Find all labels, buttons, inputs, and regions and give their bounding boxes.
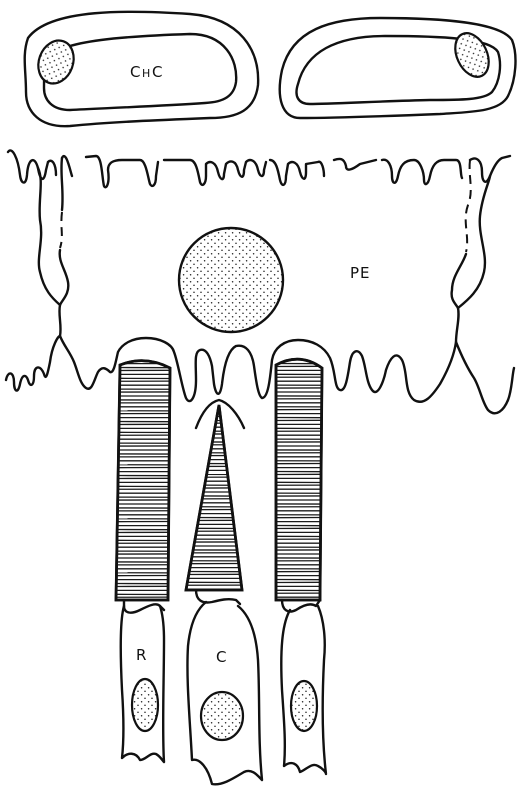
chc-label: C H C <box>130 63 163 81</box>
rod-nucleus-right <box>291 681 317 731</box>
rod-outer-segment-left <box>110 360 176 601</box>
rod-label: R <box>136 646 147 664</box>
cone-nucleus <box>201 692 243 740</box>
chc-label-c2: C <box>152 63 163 81</box>
chc-label-h: H <box>142 67 150 80</box>
cone-label: C <box>216 648 227 666</box>
pe-apical-border <box>6 336 514 413</box>
cone-inner-segment: C <box>187 590 262 784</box>
rod-outer-segment-right <box>270 356 328 601</box>
pe-cell-border-right <box>452 160 490 342</box>
pe-label: PE <box>350 264 371 282</box>
endothelial-nucleus-left <box>33 36 80 89</box>
pe-nucleus <box>179 228 283 332</box>
chc-label-c1: C <box>130 63 141 81</box>
cone-outer-segment <box>180 402 250 591</box>
rod-inner-segment-left: R <box>121 600 164 762</box>
rod-nucleus-left <box>132 679 158 731</box>
rod-inner-segment-right <box>281 600 326 774</box>
pe-basal-border <box>8 150 510 187</box>
pe-cell-border-left <box>38 158 68 336</box>
endothelial-nucleus-right <box>449 28 496 82</box>
choroidal-capillary-right <box>280 18 516 118</box>
